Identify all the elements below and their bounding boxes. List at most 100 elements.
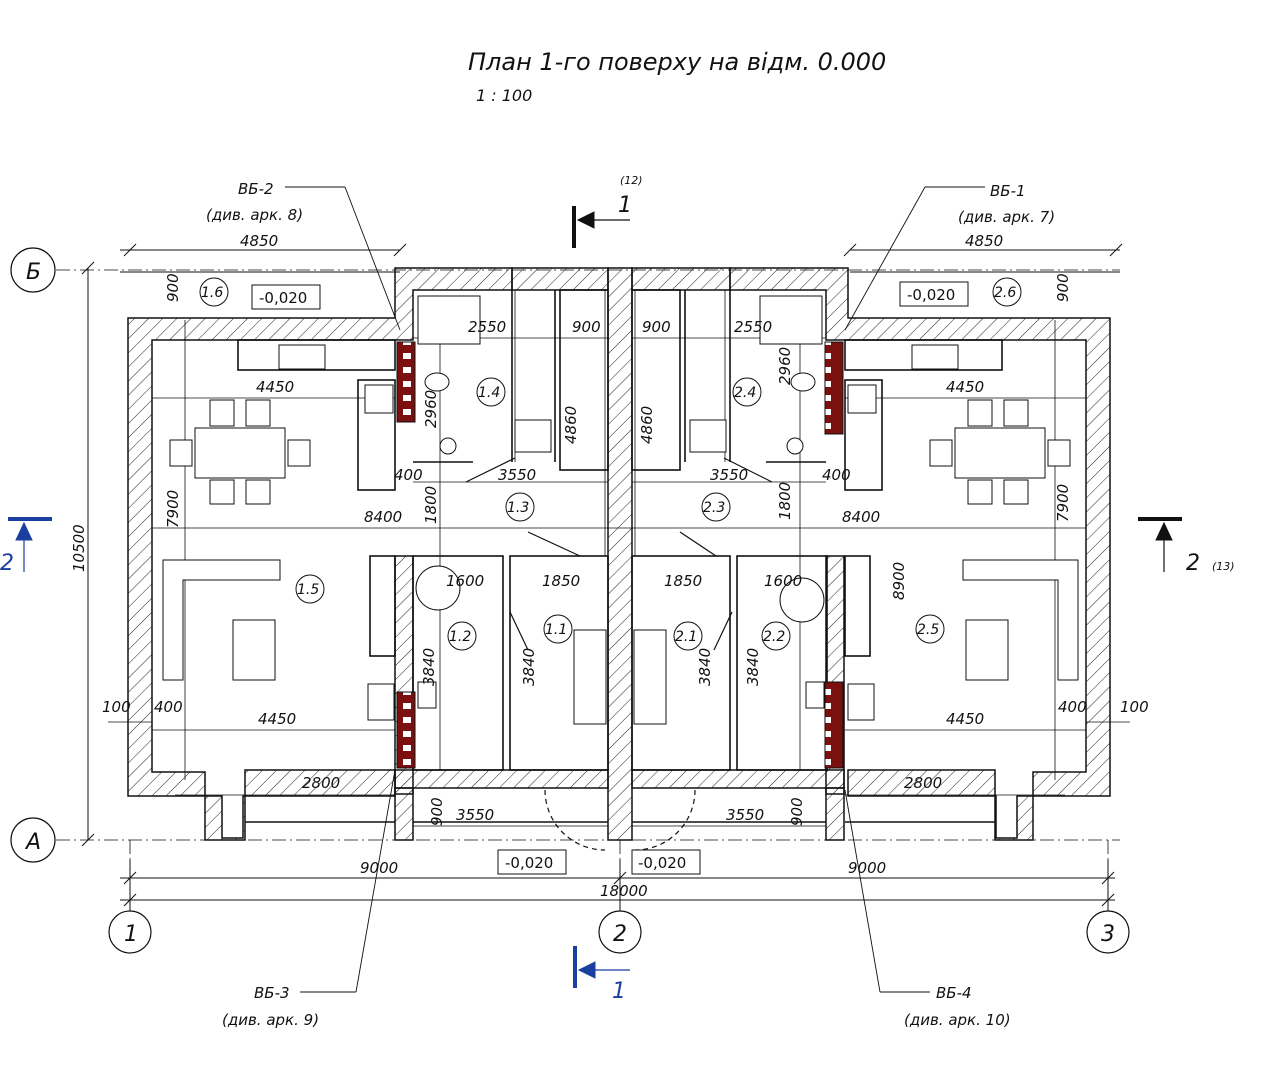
living-furniture <box>162 559 1079 681</box>
dim-3550-hall-right: 3550 <box>710 466 748 484</box>
dim-400-living-right: 400 <box>1058 698 1087 716</box>
dim-1600-right: 1600 <box>764 572 802 590</box>
section-marker-1-bottom <box>573 946 630 988</box>
dim-1850-right: 1850 <box>664 572 702 590</box>
outer-dimension-lines <box>81 243 1123 912</box>
dim-8400-left: 8400 <box>364 508 402 526</box>
dim-2800-right: 2800 <box>904 774 942 792</box>
room-2-6: 2.6 <box>994 285 1016 301</box>
dim-1850-left: 1850 <box>542 572 580 590</box>
beam-bb3-name: ВБ-3 <box>254 984 290 1002</box>
dim-7900-right: 7900 <box>1054 484 1072 522</box>
level-label-1-6: -0,020 <box>259 289 307 307</box>
beam-bb1-ref: (див. арк. 7) <box>958 208 1055 226</box>
dim-3840-1-2: 3840 <box>420 648 438 686</box>
dim-4450-kitchen-right: 4450 <box>946 378 984 396</box>
dim-left-total: 10500 <box>70 524 88 572</box>
dim-1800-right: 1800 <box>776 482 794 520</box>
section-marker-2-right <box>1138 517 1182 572</box>
beam-bb3-ref: (див. арк. 9) <box>222 1011 319 1029</box>
dim-100-right: 100 <box>1120 698 1149 716</box>
section-2-right-sheet: (13) <box>1212 560 1235 573</box>
dim-2550-left: 2550 <box>468 318 506 336</box>
axis-markers <box>10 247 1130 954</box>
dim-900-stair-left: 900 <box>572 318 601 336</box>
axis-marker-A <box>10 817 56 863</box>
dim-top-left: 4850 <box>240 232 278 250</box>
section-1-top-sheet: (12) <box>620 174 643 187</box>
ventilation-blocks <box>396 341 844 769</box>
section-marker-2-left <box>8 517 52 572</box>
axis-label-B: Б <box>26 260 41 285</box>
dim-8900-right: 8900 <box>890 562 908 600</box>
dim-1600-left: 1600 <box>446 572 484 590</box>
dim-900-left: 900 <box>164 273 182 302</box>
level-label-entry-left: -0,020 <box>505 854 553 872</box>
section-2-right-num: 2 <box>1186 551 1200 576</box>
room-1-4: 1.4 <box>478 385 500 401</box>
dim-top-right: 4850 <box>965 232 1003 250</box>
room-2-4: 2.4 <box>734 385 756 401</box>
dim-2550-right: 2550 <box>734 318 772 336</box>
section-marker-1-top <box>572 206 630 248</box>
axis-label-3: 3 <box>1101 922 1115 947</box>
room-1-5: 1.5 <box>297 582 319 598</box>
dim-8400-right: 8400 <box>842 508 880 526</box>
doors <box>465 457 773 851</box>
dim-400-kitchen-right: 400 <box>822 466 851 484</box>
room-2-3: 2.3 <box>703 500 725 516</box>
section-2-left-num: 2 <box>0 551 14 576</box>
dim-900-porch-left: 900 <box>428 797 446 826</box>
dim-4450-kitchen-left: 4450 <box>256 378 294 396</box>
beam-leaders <box>285 186 985 993</box>
room-1-6: 1.6 <box>201 285 223 301</box>
dim-3840-2-1: 3840 <box>696 648 714 686</box>
beam-bb4-name: ВБ-4 <box>936 984 972 1002</box>
room-circles <box>199 277 1022 651</box>
room-1-3: 1.3 <box>507 500 529 516</box>
level-label-entry-right: -0,020 <box>638 854 686 872</box>
room-2-5: 2.5 <box>917 622 939 638</box>
dim-bottom-total: 18000 <box>600 882 648 900</box>
section-1-top-num: 1 <box>618 193 632 218</box>
dim-4450-living-left: 4450 <box>258 710 296 728</box>
dim-3550-porch-right: 3550 <box>726 806 764 824</box>
dim-2960-left: 2960 <box>422 390 440 428</box>
dim-2960-right: 2960 <box>776 347 794 385</box>
dim-bottom-right-9000: 9000 <box>848 859 886 877</box>
axis-label-A: А <box>24 830 41 855</box>
dim-1800-left: 1800 <box>422 486 440 524</box>
axis-marker-1 <box>108 910 152 954</box>
dim-3840-1-1: 3840 <box>520 648 538 686</box>
level-boxes <box>251 281 969 875</box>
room-1-2: 1.2 <box>449 629 471 645</box>
dining-sets <box>169 399 1071 505</box>
section-1-bottom-num: 1 <box>612 979 626 1004</box>
exterior-walls <box>127 267 1111 841</box>
interior-partitions <box>237 289 1003 823</box>
dim-4860-left: 4860 <box>562 406 580 444</box>
drawing-title: План 1-го поверху на відм. 0.000 <box>468 48 887 76</box>
drawing-scale: 1 : 100 <box>476 86 533 105</box>
dim-4450-living-right: 4450 <box>946 710 984 728</box>
dim-3550-hall-left: 3550 <box>498 466 536 484</box>
dim-900-right: 900 <box>1054 273 1072 302</box>
room-2-2: 2.2 <box>763 629 785 645</box>
beam-bb4-ref: (див. арк. 10) <box>904 1011 1011 1029</box>
room-2-1: 2.1 <box>675 629 697 645</box>
beam-bb2-name: ВБ-2 <box>238 180 274 198</box>
dim-100-left: 100 <box>102 698 131 716</box>
radiators <box>573 629 667 725</box>
dim-400-kitchen-left: 400 <box>394 466 423 484</box>
level-label-2-6: -0,020 <box>907 286 955 304</box>
beam-bb2-ref: (див. арк. 8) <box>206 206 303 224</box>
beam-bb1-name: ВБ-1 <box>990 182 1026 200</box>
dim-3840-2-2: 3840 <box>744 648 762 686</box>
axis-marker-2 <box>598 910 642 954</box>
room-1-1: 1.1 <box>545 622 567 638</box>
dim-2800-left: 2800 <box>302 774 340 792</box>
dim-3550-porch-left: 3550 <box>456 806 494 824</box>
dim-900-porch-right: 900 <box>788 797 806 826</box>
dim-bottom-left-9000: 9000 <box>360 859 398 877</box>
